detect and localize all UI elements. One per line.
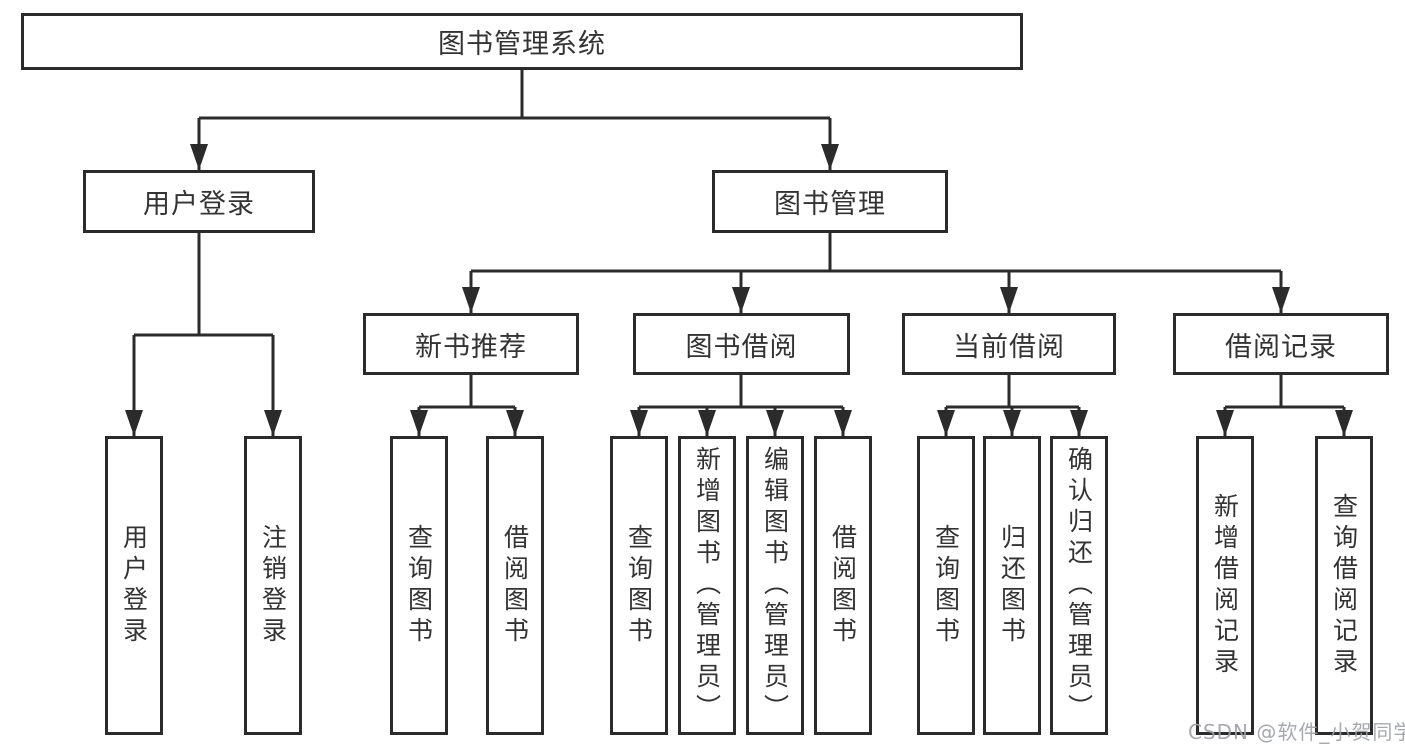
node-book-mgmt: 图书管理 — [712, 170, 948, 233]
edge-borrowrecords-bus — [1225, 375, 1344, 409]
leaf-edit-books-admin-label: 编辑图书（管理员） — [760, 446, 790, 725]
node-user-login: 用户登录 — [83, 170, 315, 233]
leaf-confirm-return-admin-label: 确认归还（管理员） — [1064, 446, 1094, 725]
edge-root-bus — [199, 69, 830, 120]
leaf-borrow-books-2-label: 借阅图书 — [828, 523, 858, 648]
leaf-add-books-admin-label: 新增图书（管理员） — [692, 446, 722, 725]
node-root-label: 图书管理系统 — [438, 29, 606, 60]
node-new-book-rec-label: 新书推荐 — [415, 331, 527, 363]
leaf-query-books-2: 查询图书 — [610, 436, 668, 735]
edge-currentborrow-bus — [946, 375, 1079, 409]
leaf-return-books-label: 归还图书 — [997, 523, 1027, 648]
leaf-add-borrow-record-label: 新增借阅记录 — [1210, 492, 1240, 679]
node-root: 图书管理系统 — [21, 13, 1023, 70]
edge-mgmt-bus — [471, 233, 1281, 273]
leaf-borrow-books-2: 借阅图书 — [814, 436, 872, 735]
node-book-borrow-label: 图书借阅 — [685, 331, 798, 363]
leaf-return-books: 归还图书 — [983, 436, 1041, 735]
node-book-borrow: 图书借阅 — [633, 313, 850, 375]
leaf-query-books-1: 查询图书 — [390, 436, 448, 735]
leaf-logout-label: 注销登录 — [258, 523, 288, 648]
watermark: CSDN @软件_小贺同学 — [1188, 720, 1405, 744]
leaf-query-borrow-record: 查询借阅记录 — [1315, 436, 1373, 735]
leaf-user-login-label: 用户登录 — [119, 523, 149, 648]
leaf-borrow-books-1: 借阅图书 — [486, 436, 544, 735]
edge-login-bus — [134, 233, 273, 337]
node-user-login-label: 用户登录 — [143, 189, 255, 220]
leaf-query-borrow-record-label: 查询借阅记录 — [1329, 492, 1359, 679]
node-current-borrow-label: 当前借阅 — [953, 331, 1065, 363]
leaf-query-books-1-label: 查询图书 — [404, 523, 434, 648]
node-borrow-records-label: 借阅记录 — [1225, 331, 1337, 363]
leaf-logout: 注销登录 — [244, 436, 302, 735]
node-current-borrow: 当前借阅 — [902, 313, 1116, 375]
node-borrow-records: 借阅记录 — [1173, 313, 1389, 375]
leaf-confirm-return-admin: 确认归还（管理员） — [1050, 436, 1108, 735]
leaf-add-books-admin: 新增图书（管理员） — [678, 436, 736, 735]
leaf-borrow-books-1-label: 借阅图书 — [500, 523, 530, 648]
edge-newbook-bus — [419, 375, 515, 409]
leaf-query-books-2-label: 查询图书 — [624, 523, 654, 648]
leaf-edit-books-admin: 编辑图书（管理员） — [746, 436, 804, 735]
leaf-query-books-3: 查询图书 — [917, 436, 975, 735]
leaf-user-login: 用户登录 — [105, 436, 163, 735]
leaf-query-books-3-label: 查询图书 — [931, 523, 961, 648]
leaf-add-borrow-record: 新增借阅记录 — [1196, 436, 1254, 735]
node-book-mgmt-label: 图书管理 — [774, 189, 886, 220]
node-new-book-rec: 新书推荐 — [363, 313, 579, 375]
edge-bookborrow-bus — [639, 375, 843, 409]
